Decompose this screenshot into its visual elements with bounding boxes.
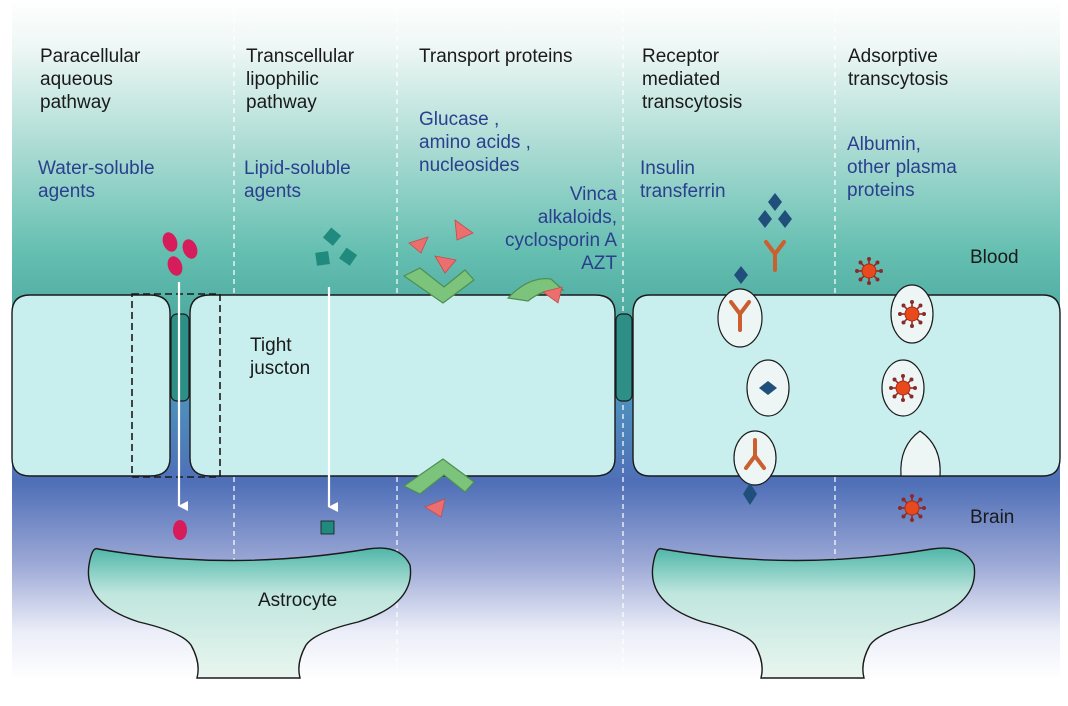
lipid-soluble-molecule <box>315 251 330 266</box>
particle-spike-tip <box>910 518 914 522</box>
adsorptive-particle-brain <box>898 494 926 522</box>
receptor <box>729 300 751 332</box>
particle-spike-tip <box>909 377 914 382</box>
label-tight-junction: Tight juscton <box>250 335 311 379</box>
particle-spike-tip <box>875 277 880 282</box>
label-blood: Blood <box>970 247 1019 268</box>
transported-molecule-brain <box>424 498 446 518</box>
particle-spike-tip <box>875 260 880 265</box>
particle-spike-tip <box>867 257 871 261</box>
ligand <box>778 210 792 228</box>
particle-spike-tip <box>892 377 897 382</box>
endothelial-cell-left <box>11 294 171 477</box>
particle-core <box>904 306 920 322</box>
particle-spike-tip <box>901 497 906 502</box>
agents-plasma-proteins: Albumin, other plasma proteins <box>847 134 957 201</box>
ligand <box>758 210 772 228</box>
endothelial-cell-right <box>632 294 1061 477</box>
particle-core <box>895 380 911 396</box>
particle-spike-tip <box>898 312 902 316</box>
transported-molecule <box>434 255 457 274</box>
particle-spike-tip <box>922 506 926 510</box>
water-soluble-molecules <box>162 232 198 540</box>
lipid-soluble-molecule <box>322 227 342 246</box>
lipid-soluble-molecule-brain <box>320 520 335 535</box>
ligand-brain <box>743 483 757 505</box>
agents-water-soluble: Water-soluble agents <box>38 158 155 202</box>
transported-molecules <box>408 219 563 518</box>
astrocyte-right <box>651 547 976 679</box>
column-heading-transcellular: Transcellular lipophilic pathway <box>246 46 355 113</box>
ligand <box>768 193 782 211</box>
label-astrocyte: Astrocyte <box>258 590 338 611</box>
adsorptive-particle <box>898 300 926 328</box>
column-heading-transport-proteins: Transport proteins <box>419 46 573 67</box>
particle-spike-tip <box>918 514 923 519</box>
particle-spike-tip <box>910 494 914 498</box>
particle-spike-tip <box>910 300 914 304</box>
transporter-protein <box>402 267 475 304</box>
water-soluble-molecule <box>167 256 183 276</box>
transporter-protein <box>506 278 565 302</box>
adsorptive-particle <box>855 257 883 285</box>
particle-spike-tip <box>898 506 902 510</box>
receptor <box>764 240 786 272</box>
agents-insulin-transferrin: Insulin transferrin <box>640 158 726 202</box>
particle-core <box>861 263 877 279</box>
ligand <box>759 381 777 395</box>
ligand <box>734 266 748 284</box>
particle-spike-tip <box>918 320 923 325</box>
water-soluble-molecule <box>182 239 198 259</box>
ligands <box>734 193 792 505</box>
particle-spike-tip <box>922 312 926 316</box>
column-heading-receptor-mediated: Receptor mediated transcytosis <box>642 46 743 113</box>
junction-highlight-box <box>131 293 221 478</box>
transported-molecule <box>542 286 563 304</box>
astrocyte-left <box>87 547 412 679</box>
particle-spike-tip <box>910 324 914 328</box>
water-soluble-molecule <box>162 232 178 252</box>
particle-spike-tip <box>909 394 914 399</box>
particle-spike-tip <box>918 497 923 502</box>
particle-spike-tip <box>889 386 893 390</box>
particle-spike-tip <box>879 269 883 273</box>
transporter-protein <box>402 458 475 495</box>
adsorptive-particle <box>889 374 917 402</box>
agents-lipid-soluble: Lipid-soluble agents <box>244 158 351 202</box>
particle-spike-tip <box>892 394 897 399</box>
receptors <box>729 240 786 470</box>
adsorptive-particles <box>855 257 926 522</box>
agents-glucose-amino-acids: Glucase , amino acids , nucleosides <box>419 109 531 176</box>
column-heading-adsorptive: Adsorptive transcytosis <box>848 46 949 90</box>
particle-spike-tip <box>901 320 906 325</box>
particle-spike-tip <box>913 386 917 390</box>
endothelial-cell-middle <box>189 294 616 477</box>
tight-junction-right <box>615 313 633 402</box>
label-brain: Brain <box>970 507 1015 528</box>
particle-spike-tip <box>855 269 859 273</box>
receptor-inverted <box>744 438 766 470</box>
water-soluble-molecule-brain <box>173 520 187 540</box>
transported-molecule <box>408 236 429 254</box>
column-heading-paracellular: Paracellular aqueous pathway <box>40 46 141 113</box>
particle-spike-tip <box>918 303 923 308</box>
particle-spike-tip <box>858 277 863 282</box>
particle-spike-tip <box>858 260 863 265</box>
particle-spike-tip <box>901 374 905 378</box>
particle-spike-tip <box>901 303 906 308</box>
adsorptive-vesicle-open <box>900 430 941 477</box>
lipid-soluble-molecules <box>315 227 358 535</box>
particle-core <box>904 500 920 516</box>
particle-spike-tip <box>867 281 871 285</box>
transporter-proteins <box>402 267 565 495</box>
particle-spike-tip <box>901 514 906 519</box>
agents-vinca-alkaloids: Vinca alkaloids, cyclosporin A AZT <box>505 184 617 274</box>
transported-molecule <box>454 219 474 241</box>
particle-spike-tip <box>901 398 905 402</box>
lipid-soluble-molecule <box>339 247 358 266</box>
